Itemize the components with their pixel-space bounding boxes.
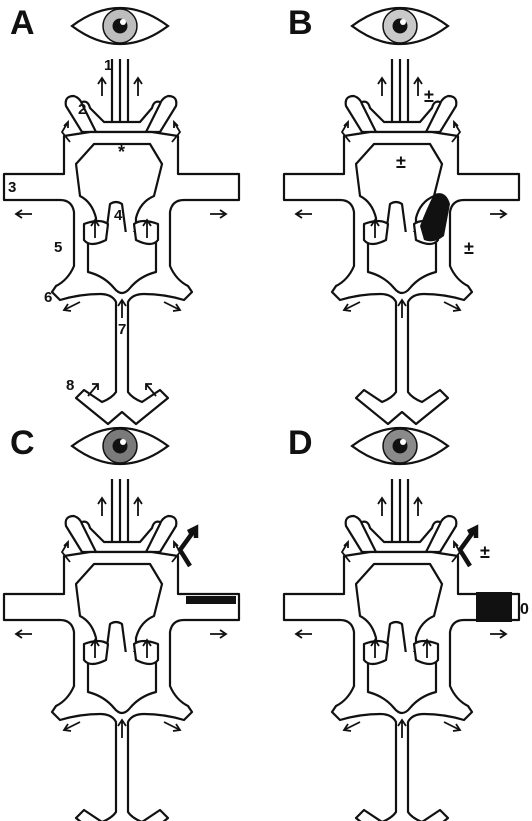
zero-label: 0 (520, 601, 529, 618)
label-5: 5 (54, 239, 62, 256)
plus-minus-marker: ± (396, 152, 406, 172)
eye-icon (350, 426, 450, 466)
vascular-network (2, 57, 241, 426)
star-marker: * (118, 142, 125, 162)
occlusion-shape (420, 193, 450, 242)
occlusion-block (476, 592, 512, 622)
bold-flow-arrow (457, 524, 479, 568)
vascular-network (282, 57, 521, 426)
eye-icon (70, 6, 170, 46)
plus-minus-marker: ± (480, 542, 490, 562)
vascular-network (2, 477, 241, 821)
label-1: 1 (104, 57, 112, 74)
eye-icon (70, 426, 170, 466)
occlusion-bar (186, 596, 236, 604)
panel-c: C (2, 424, 241, 821)
plus-minus-marker: ± (464, 238, 474, 258)
panel-a: A 1 2 3 4 5 6 7 8 * (2, 4, 241, 426)
panel-letter-d: D (288, 424, 313, 462)
label-2: 2 (78, 101, 86, 118)
panel-letter-a: A (10, 4, 35, 42)
vascular-network (282, 477, 521, 821)
label-6: 6 (44, 289, 52, 306)
panel-letter-c: C (10, 424, 35, 462)
label-3: 3 (8, 179, 16, 196)
label-7: 7 (118, 321, 126, 338)
label-4: 4 (114, 207, 123, 224)
bold-flow-arrow (177, 524, 199, 568)
label-8: 8 (66, 377, 74, 394)
eye-icon (350, 6, 450, 46)
panel-b: B ± ± ± (282, 4, 521, 426)
panel-letter-b: B (288, 4, 313, 42)
plus-minus-marker: ± (424, 86, 434, 106)
panel-d: D 0 ± (282, 424, 529, 821)
